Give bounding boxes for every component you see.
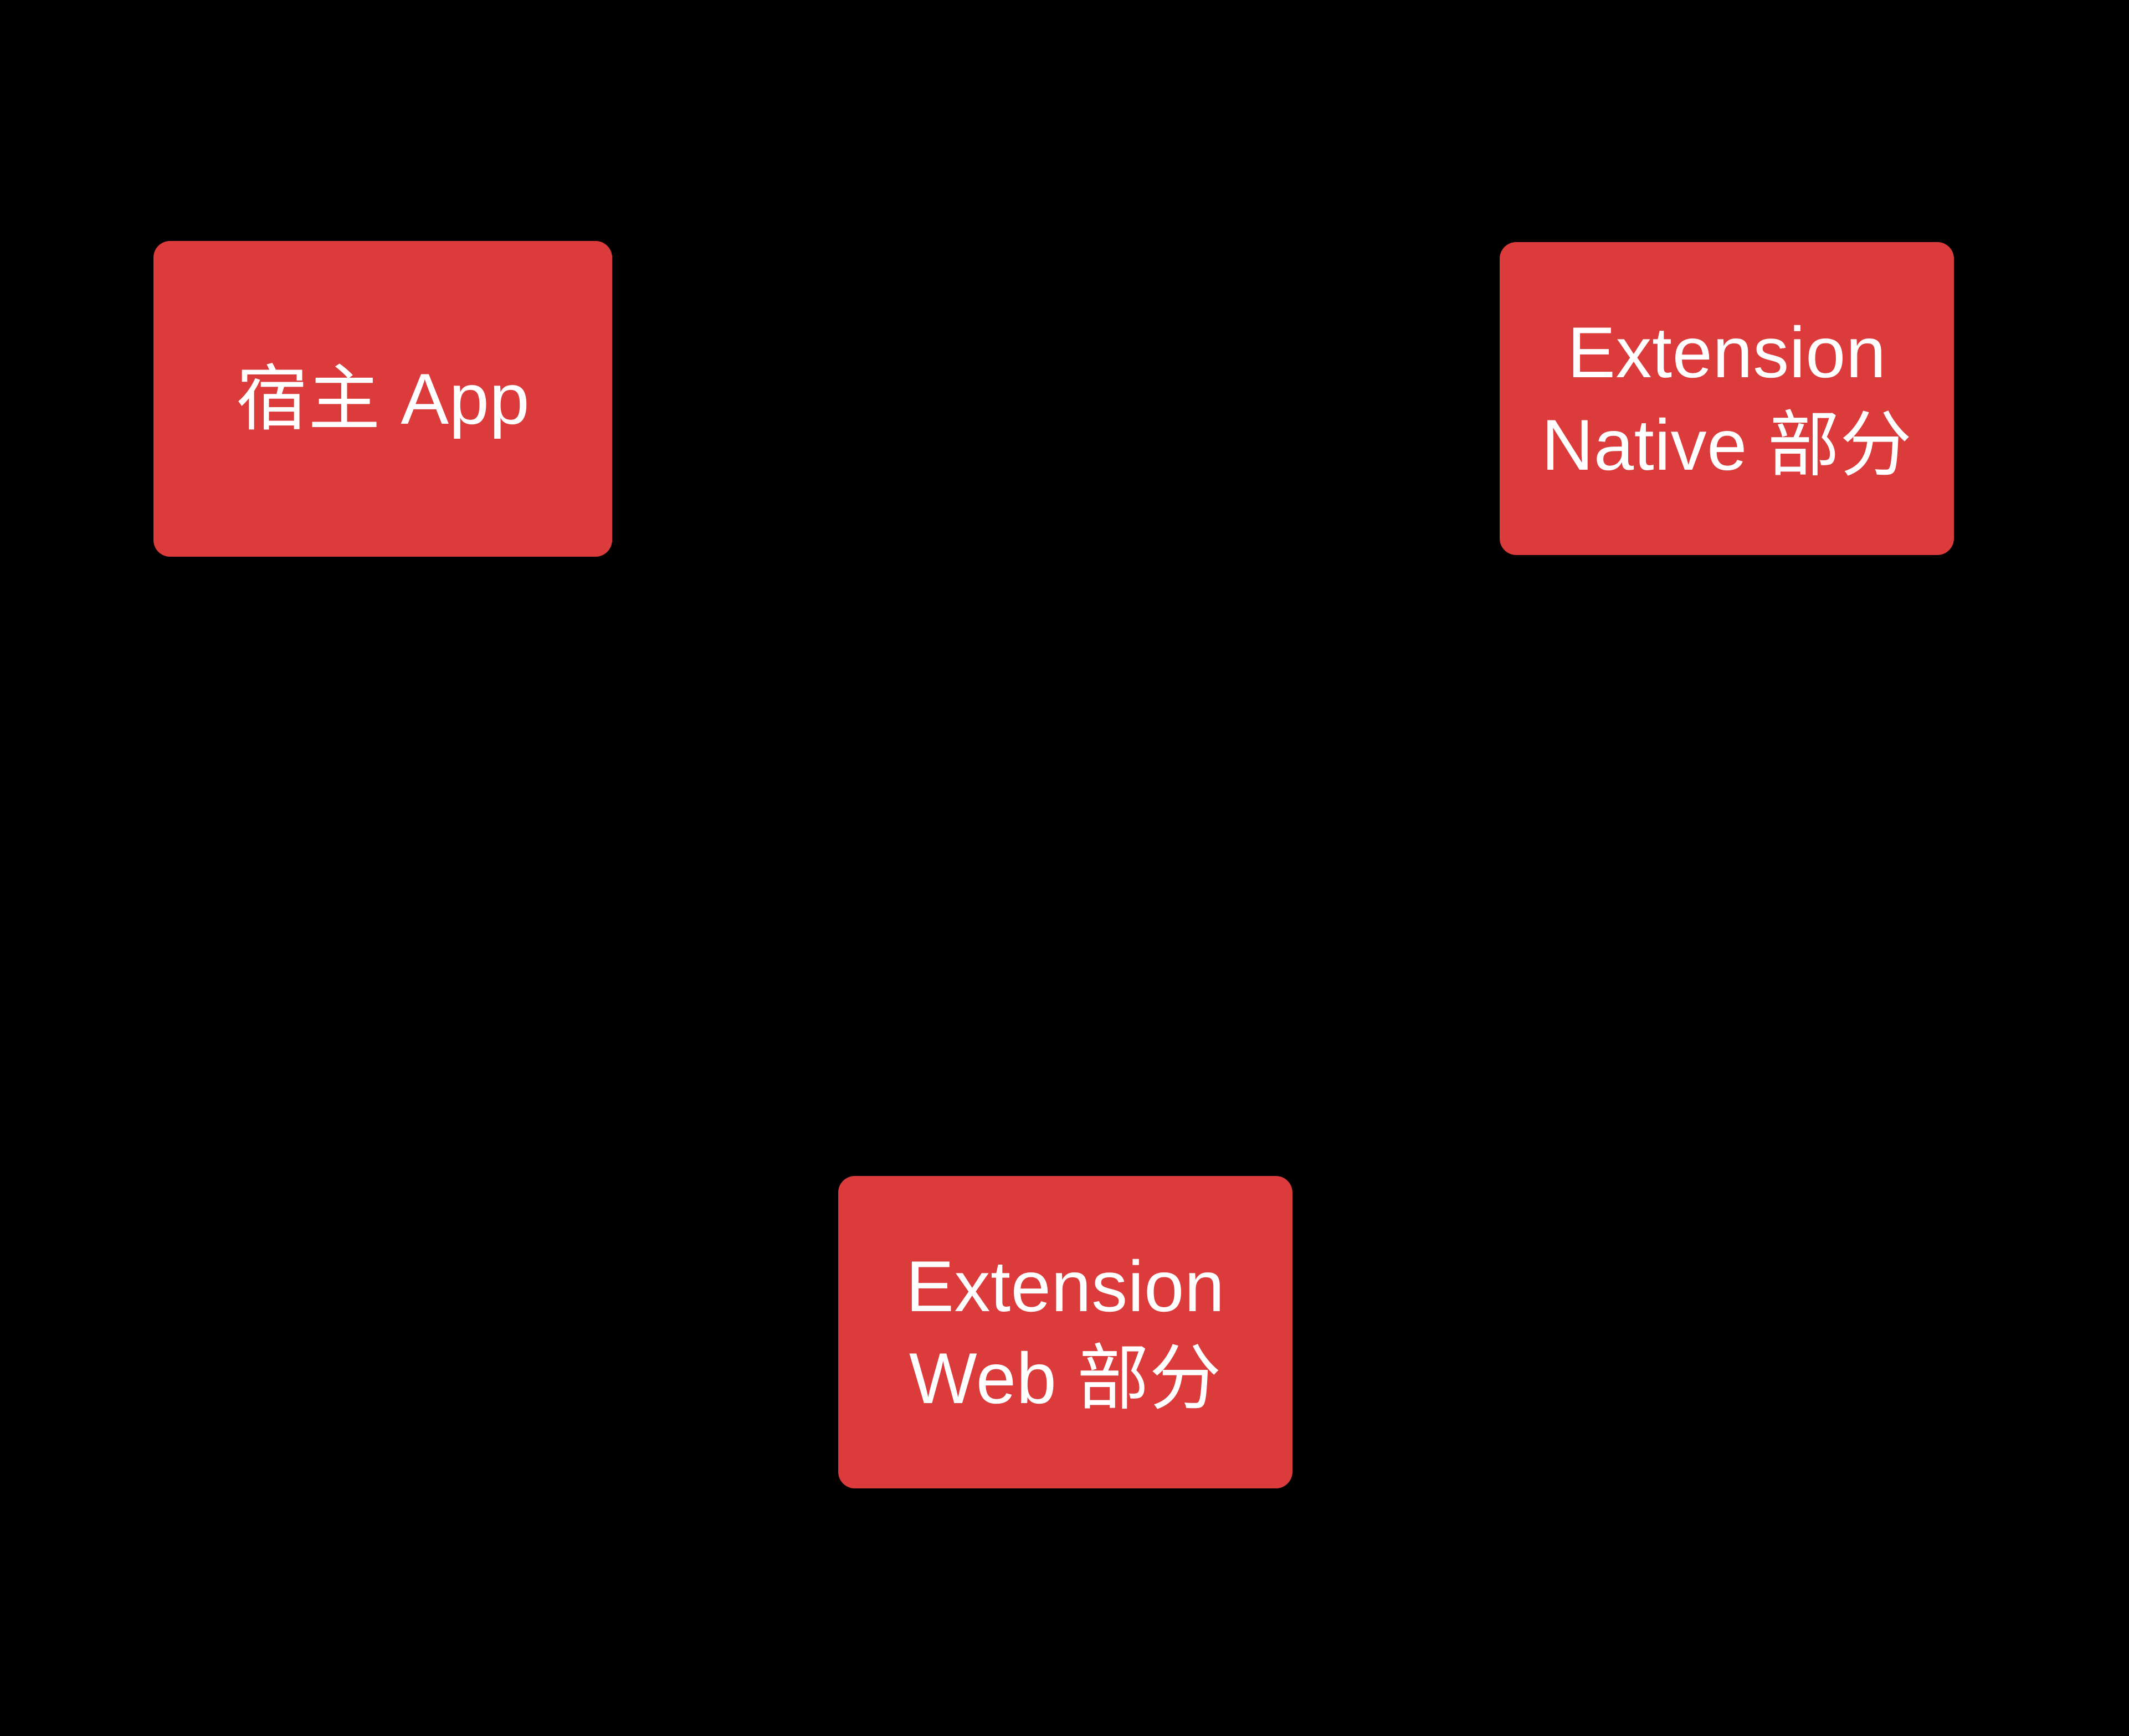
node-extension-native-label: Extension Native 部分	[1541, 312, 1912, 485]
node-extension-web-label: Extension Web 部分	[906, 1245, 1225, 1419]
node-extension-native[interactable]: Extension Native 部分	[1500, 242, 1954, 555]
node-host-app[interactable]: 宿主 App	[153, 241, 612, 557]
node-extension-web[interactable]: Extension Web 部分	[838, 1176, 1292, 1488]
node-host-app-label: 宿主 App	[235, 358, 530, 439]
